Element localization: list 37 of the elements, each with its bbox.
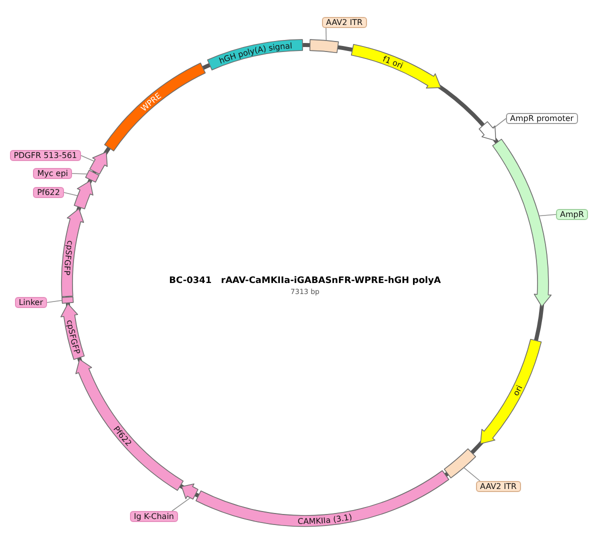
map-title: BC-0341 rAAV-CaMKIIa-iGABASnFR-WPRE-hGH polyA: [168, 276, 442, 287]
feature-name: CAMKIIa (3.1): [298, 512, 353, 526]
feature-label: AmpR: [556, 209, 588, 220]
feature-bar: [104, 62, 206, 152]
leader-line: [64, 192, 78, 196]
feature-name: ori: [511, 384, 524, 398]
leader-line: [172, 497, 191, 512]
feature-bar: [207, 39, 303, 70]
leader-line: [326, 28, 327, 41]
directional-feature: [492, 138, 552, 308]
feature-label: Linker: [14, 297, 47, 308]
feature-bar: [196, 470, 450, 527]
feature-bar: [85, 170, 100, 183]
directional-feature: [478, 121, 496, 142]
feature-label: Ig K-Chain: [130, 511, 178, 522]
directional-feature: [74, 180, 94, 210]
feature-label: AmpR promoter: [506, 113, 578, 124]
feature-label: Myc epi: [33, 168, 72, 179]
feature-label: Pf622: [33, 187, 64, 198]
feature-name: hGH poly(A) signal: [218, 40, 292, 66]
leader-line: [463, 467, 480, 482]
feature-name: f1 ori: [382, 54, 404, 70]
leader-line: [538, 214, 556, 216]
leader-line: [80, 155, 95, 162]
directional-feature: [480, 338, 542, 444]
feature-bar: [62, 296, 74, 304]
directional-feature: [350, 44, 442, 89]
leader-line: [46, 300, 63, 303]
feature-label: PDGFR 513-561: [10, 150, 81, 161]
feature-bar: [444, 448, 476, 478]
feature-label: AAV2 ITR: [476, 481, 521, 492]
feature-label: AAV2 ITR: [322, 17, 367, 28]
leader-line: [492, 118, 506, 129]
leader-line: [72, 173, 88, 174]
directional-feature: [75, 358, 184, 491]
directional-feature: [181, 483, 198, 500]
feature-bar: [309, 39, 339, 54]
